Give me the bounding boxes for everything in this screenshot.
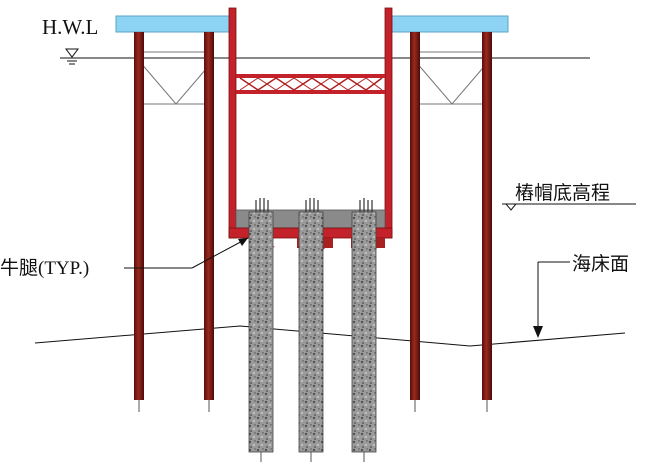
hwl-label: H.W.L	[42, 15, 98, 39]
left-trestle	[115, 15, 231, 412]
cofferdam-right-wall	[384, 7, 393, 239]
concrete-pile	[351, 198, 385, 462]
right-platform	[391, 15, 509, 33]
concrete-pile	[248, 198, 275, 462]
right-trestle	[391, 15, 509, 412]
steel-pile	[410, 32, 420, 400]
left-platform	[115, 15, 231, 33]
concrete-piles	[248, 198, 385, 462]
water-level-triangle-icon	[65, 48, 79, 65]
concrete-pile	[297, 198, 333, 462]
steel-pile	[204, 32, 214, 400]
strut-truss	[236, 74, 385, 94]
cofferdam-left-wall	[228, 7, 237, 239]
bracket-label: 牛腿(TYP.)	[0, 257, 89, 279]
elevation-marker-icon	[502, 203, 636, 211]
pile-cap-bottom-label: 樁帽底高程	[515, 182, 610, 204]
seabed-label: 海床面	[572, 253, 629, 275]
steel-pile	[482, 32, 492, 400]
bracket-leader	[124, 237, 249, 269]
seabed-leader	[533, 261, 570, 338]
steel-pile	[134, 32, 144, 400]
